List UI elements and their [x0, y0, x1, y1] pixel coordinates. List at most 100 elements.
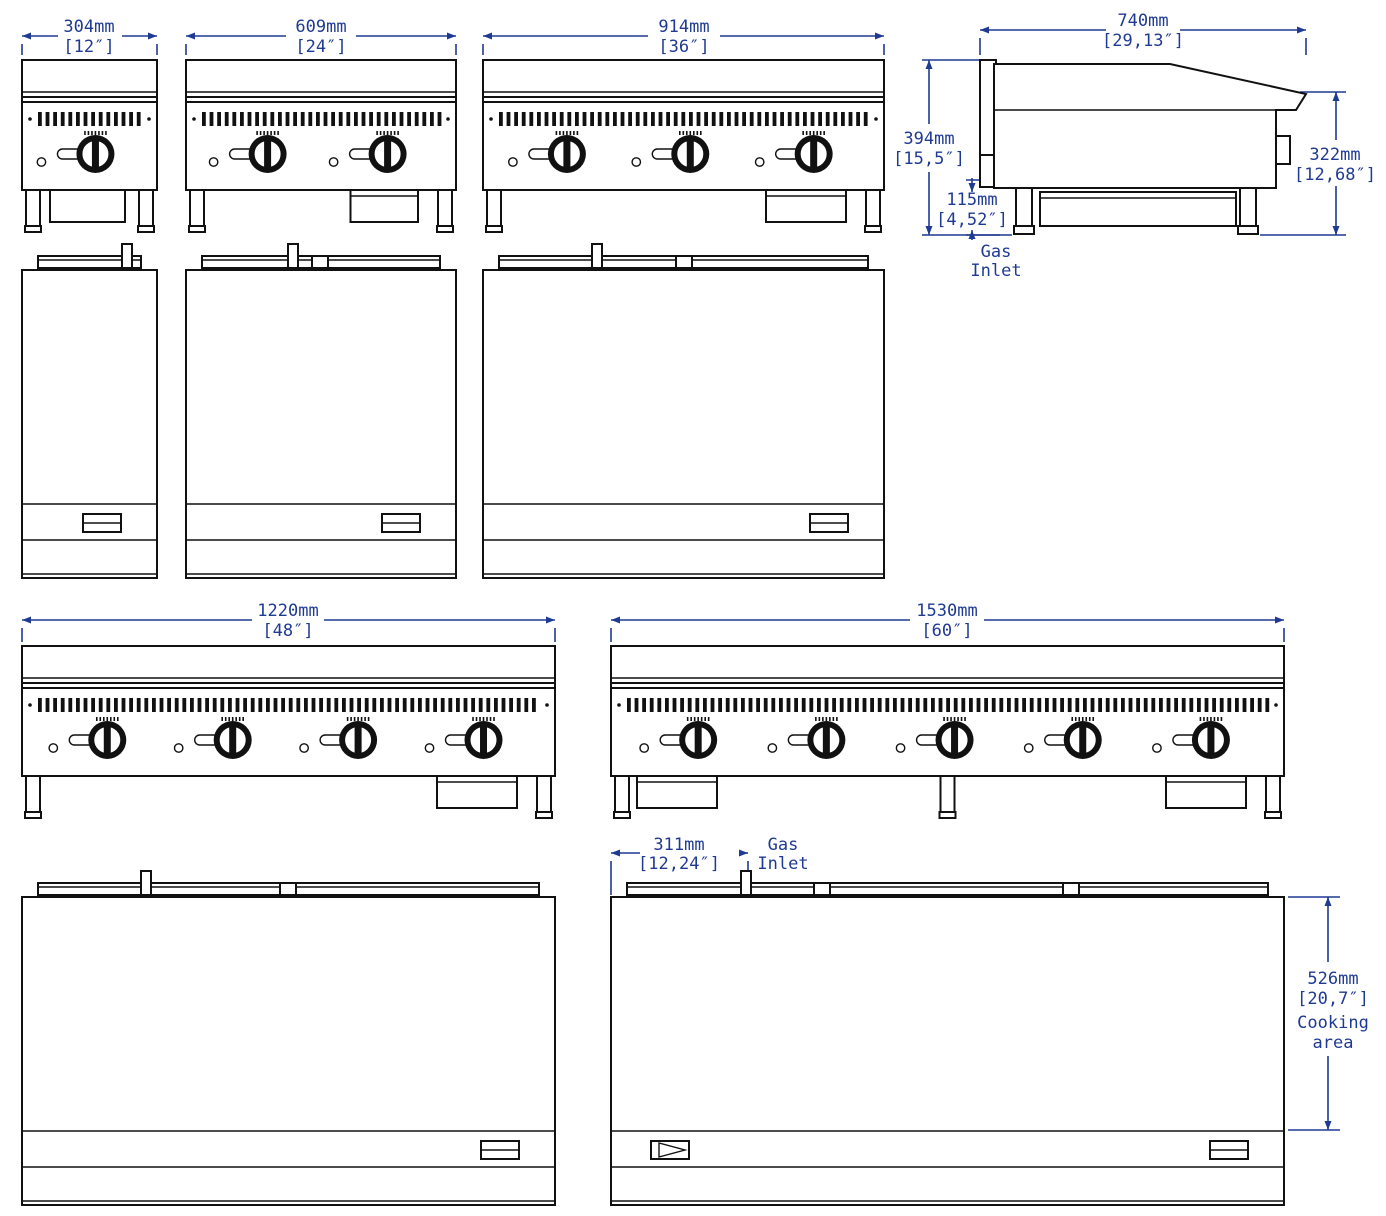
vent-slot [98, 112, 103, 126]
vent-slot [870, 698, 874, 712]
panel-screw [147, 117, 151, 121]
panel-screw [489, 117, 493, 121]
vent-slot [651, 112, 655, 126]
vent-slot [247, 112, 252, 126]
vent-slot [384, 112, 389, 126]
top-view-24 [185, 243, 457, 579]
pilot-hole [895, 743, 906, 753]
pilot-hole [424, 743, 435, 753]
vent-slot [205, 698, 209, 712]
vent-slot [288, 698, 293, 712]
vent-slot [1037, 698, 1042, 712]
gas-inlet-stub [140, 870, 152, 896]
drip-trays [349, 189, 419, 223]
vent-slot [319, 698, 323, 712]
vent-slot [643, 112, 648, 126]
dim-cooking-inch: [20,7″] [1297, 989, 1369, 1009]
pilot-hole [754, 157, 765, 167]
pilot-hole [631, 157, 642, 167]
dim-609-mm: 609mm [295, 17, 346, 37]
dim-1530-inch: [60″] [921, 621, 972, 641]
leg-foot [24, 225, 42, 233]
vent-slot [597, 112, 602, 126]
vent-slot [499, 112, 503, 126]
vent-slot [392, 112, 396, 126]
vent-slot [741, 698, 745, 712]
vent-slot [136, 112, 141, 126]
vent-slot [877, 698, 882, 712]
dim-914-mm: 914mm [658, 17, 709, 37]
vent-slot [106, 698, 111, 712]
vent-slot [300, 112, 305, 126]
side-foot [1237, 225, 1259, 235]
rail-joint [813, 882, 831, 896]
vent-slot [399, 112, 404, 126]
rail-joint [675, 255, 693, 269]
vent-slot [437, 112, 442, 126]
vent-slot [152, 698, 156, 712]
leg [25, 189, 41, 229]
vent-slot [742, 112, 746, 126]
inlet-label-side: Inlet [970, 261, 1021, 281]
vent-slot [786, 698, 791, 712]
leg [1265, 775, 1281, 815]
control-knob [299, 717, 378, 759]
vent-slot [665, 698, 669, 712]
vent-slot [771, 698, 776, 712]
knob-handle [1079, 724, 1087, 754]
dimension-vertical [922, 59, 1000, 236]
vent-slot [529, 112, 534, 126]
vent-slot [649, 698, 654, 712]
vent-slot [825, 112, 830, 126]
gas-pipe [979, 154, 995, 188]
vent-slot [53, 112, 57, 126]
vent-slot [1219, 698, 1224, 712]
vent-slot [537, 112, 541, 126]
vent-slot [136, 698, 141, 712]
vent-slot [121, 698, 126, 712]
panel-screw [446, 117, 450, 121]
panel-screw [192, 117, 196, 121]
panel-screw [617, 703, 621, 707]
vent-slot [657, 698, 662, 712]
vent-slot [953, 698, 958, 712]
vent-slot [338, 112, 343, 126]
vent-slot [281, 698, 285, 712]
dim-1220-mm: 1220mm [257, 601, 318, 621]
vent-slot [559, 112, 564, 126]
drip-tray [765, 189, 847, 223]
knob-handle [1207, 724, 1215, 754]
panel-screw [28, 703, 32, 707]
vent-slot [311, 698, 316, 712]
vent-slot [516, 698, 521, 712]
vent-slot [605, 112, 610, 126]
gas-label-side: Gas [981, 242, 1012, 262]
vent-slot [544, 112, 549, 126]
vent-slot [1227, 698, 1232, 712]
leg [536, 775, 552, 815]
vent-slot [220, 698, 225, 712]
control-knob [48, 717, 127, 759]
side-view [979, 59, 1308, 235]
vent-slot [395, 698, 399, 712]
knob-handle [810, 138, 818, 168]
front-view-12 [21, 59, 158, 233]
vent-slot [235, 698, 240, 712]
vent-slot [262, 112, 267, 126]
control-knob [767, 717, 846, 759]
vent-slot [969, 698, 973, 712]
views-layer [21, 59, 1308, 1206]
vent-slot [38, 112, 42, 126]
dim-height-mm: 394mm [903, 129, 954, 149]
vent-slot [817, 698, 821, 712]
vent-slot [91, 112, 95, 126]
vent-slot [1257, 698, 1262, 712]
vent-slot [1052, 698, 1057, 712]
drip-tray [1165, 775, 1247, 809]
vent-slot [832, 698, 836, 712]
vent-slot [620, 112, 625, 126]
vent-slot [463, 698, 468, 712]
side-knob [1275, 135, 1291, 165]
back-rail [626, 882, 1269, 896]
vent-slot [931, 698, 935, 712]
